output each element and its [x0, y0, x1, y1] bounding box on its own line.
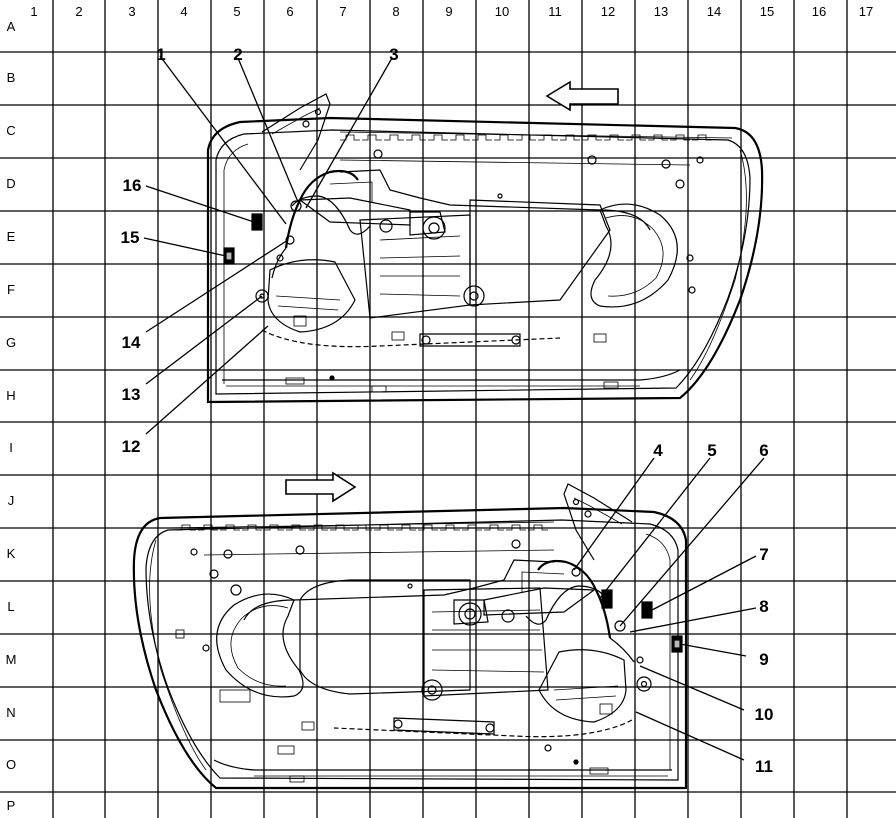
- row-label: G: [6, 335, 16, 350]
- row-label: F: [7, 282, 15, 297]
- row-label: D: [6, 176, 15, 191]
- callout-3: 3: [389, 45, 398, 64]
- right-arrow-icon: [285, 471, 357, 503]
- column-label: 11: [548, 4, 562, 19]
- row-label: L: [7, 599, 14, 614]
- callout-12: 12: [122, 437, 141, 456]
- callout-5: 5: [707, 441, 716, 460]
- column-label: 4: [180, 4, 187, 19]
- row-label: I: [9, 440, 13, 455]
- row-label: J: [8, 493, 15, 508]
- left-door-panel: [206, 93, 764, 404]
- row-labels: A B C D E F G H I J K L M N O P: [6, 19, 17, 813]
- row-label: B: [7, 70, 16, 85]
- callout-16: 16: [123, 176, 142, 195]
- column-label: 12: [601, 4, 615, 19]
- row-label: E: [7, 229, 16, 244]
- row-label: K: [7, 546, 16, 561]
- column-label: 7: [339, 4, 346, 19]
- callout-13: 13: [122, 385, 141, 404]
- row-label: C: [6, 123, 15, 138]
- column-label: 5: [233, 4, 240, 19]
- column-label: 17: [859, 4, 873, 19]
- callout-6: 6: [759, 441, 768, 460]
- column-label: 10: [495, 4, 509, 19]
- callout-11: 11: [755, 757, 773, 776]
- row-label: M: [6, 652, 17, 667]
- row-label: O: [6, 757, 16, 772]
- right-door-panel: [132, 483, 688, 790]
- column-label: 16: [812, 4, 826, 19]
- callout-10: 10: [755, 705, 774, 724]
- callout-15: 15: [121, 228, 140, 247]
- column-labels: 1 2 3 4 5 6 7 8 9 10 11 12 13 14 15 16 1…: [30, 4, 873, 19]
- callout-9: 9: [759, 650, 768, 669]
- column-label: 13: [654, 4, 668, 19]
- column-label: 3: [128, 4, 135, 19]
- row-label: A: [7, 19, 16, 34]
- leader-lines: [143, 55, 765, 761]
- callout-1: 1: [156, 45, 165, 64]
- callout-14: 14: [122, 333, 141, 352]
- callout-8: 8: [759, 597, 768, 616]
- column-label: 6: [286, 4, 293, 19]
- callout-7: 7: [759, 545, 768, 564]
- column-label: 2: [75, 4, 82, 19]
- column-label: 14: [707, 4, 721, 19]
- callout-2: 2: [233, 45, 242, 64]
- row-label: N: [6, 705, 15, 720]
- column-label: 8: [392, 4, 399, 19]
- callout-numbers: 1 2 3 16 15 14 13 12 4 5 6 7 8 9 10 11: [121, 45, 774, 776]
- column-label: 15: [760, 4, 774, 19]
- row-label: H: [6, 388, 15, 403]
- callout-4: 4: [653, 441, 663, 460]
- row-label: P: [7, 798, 16, 813]
- left-arrow-icon: [545, 80, 619, 112]
- column-label: 1: [30, 4, 37, 19]
- column-label: 9: [445, 4, 452, 19]
